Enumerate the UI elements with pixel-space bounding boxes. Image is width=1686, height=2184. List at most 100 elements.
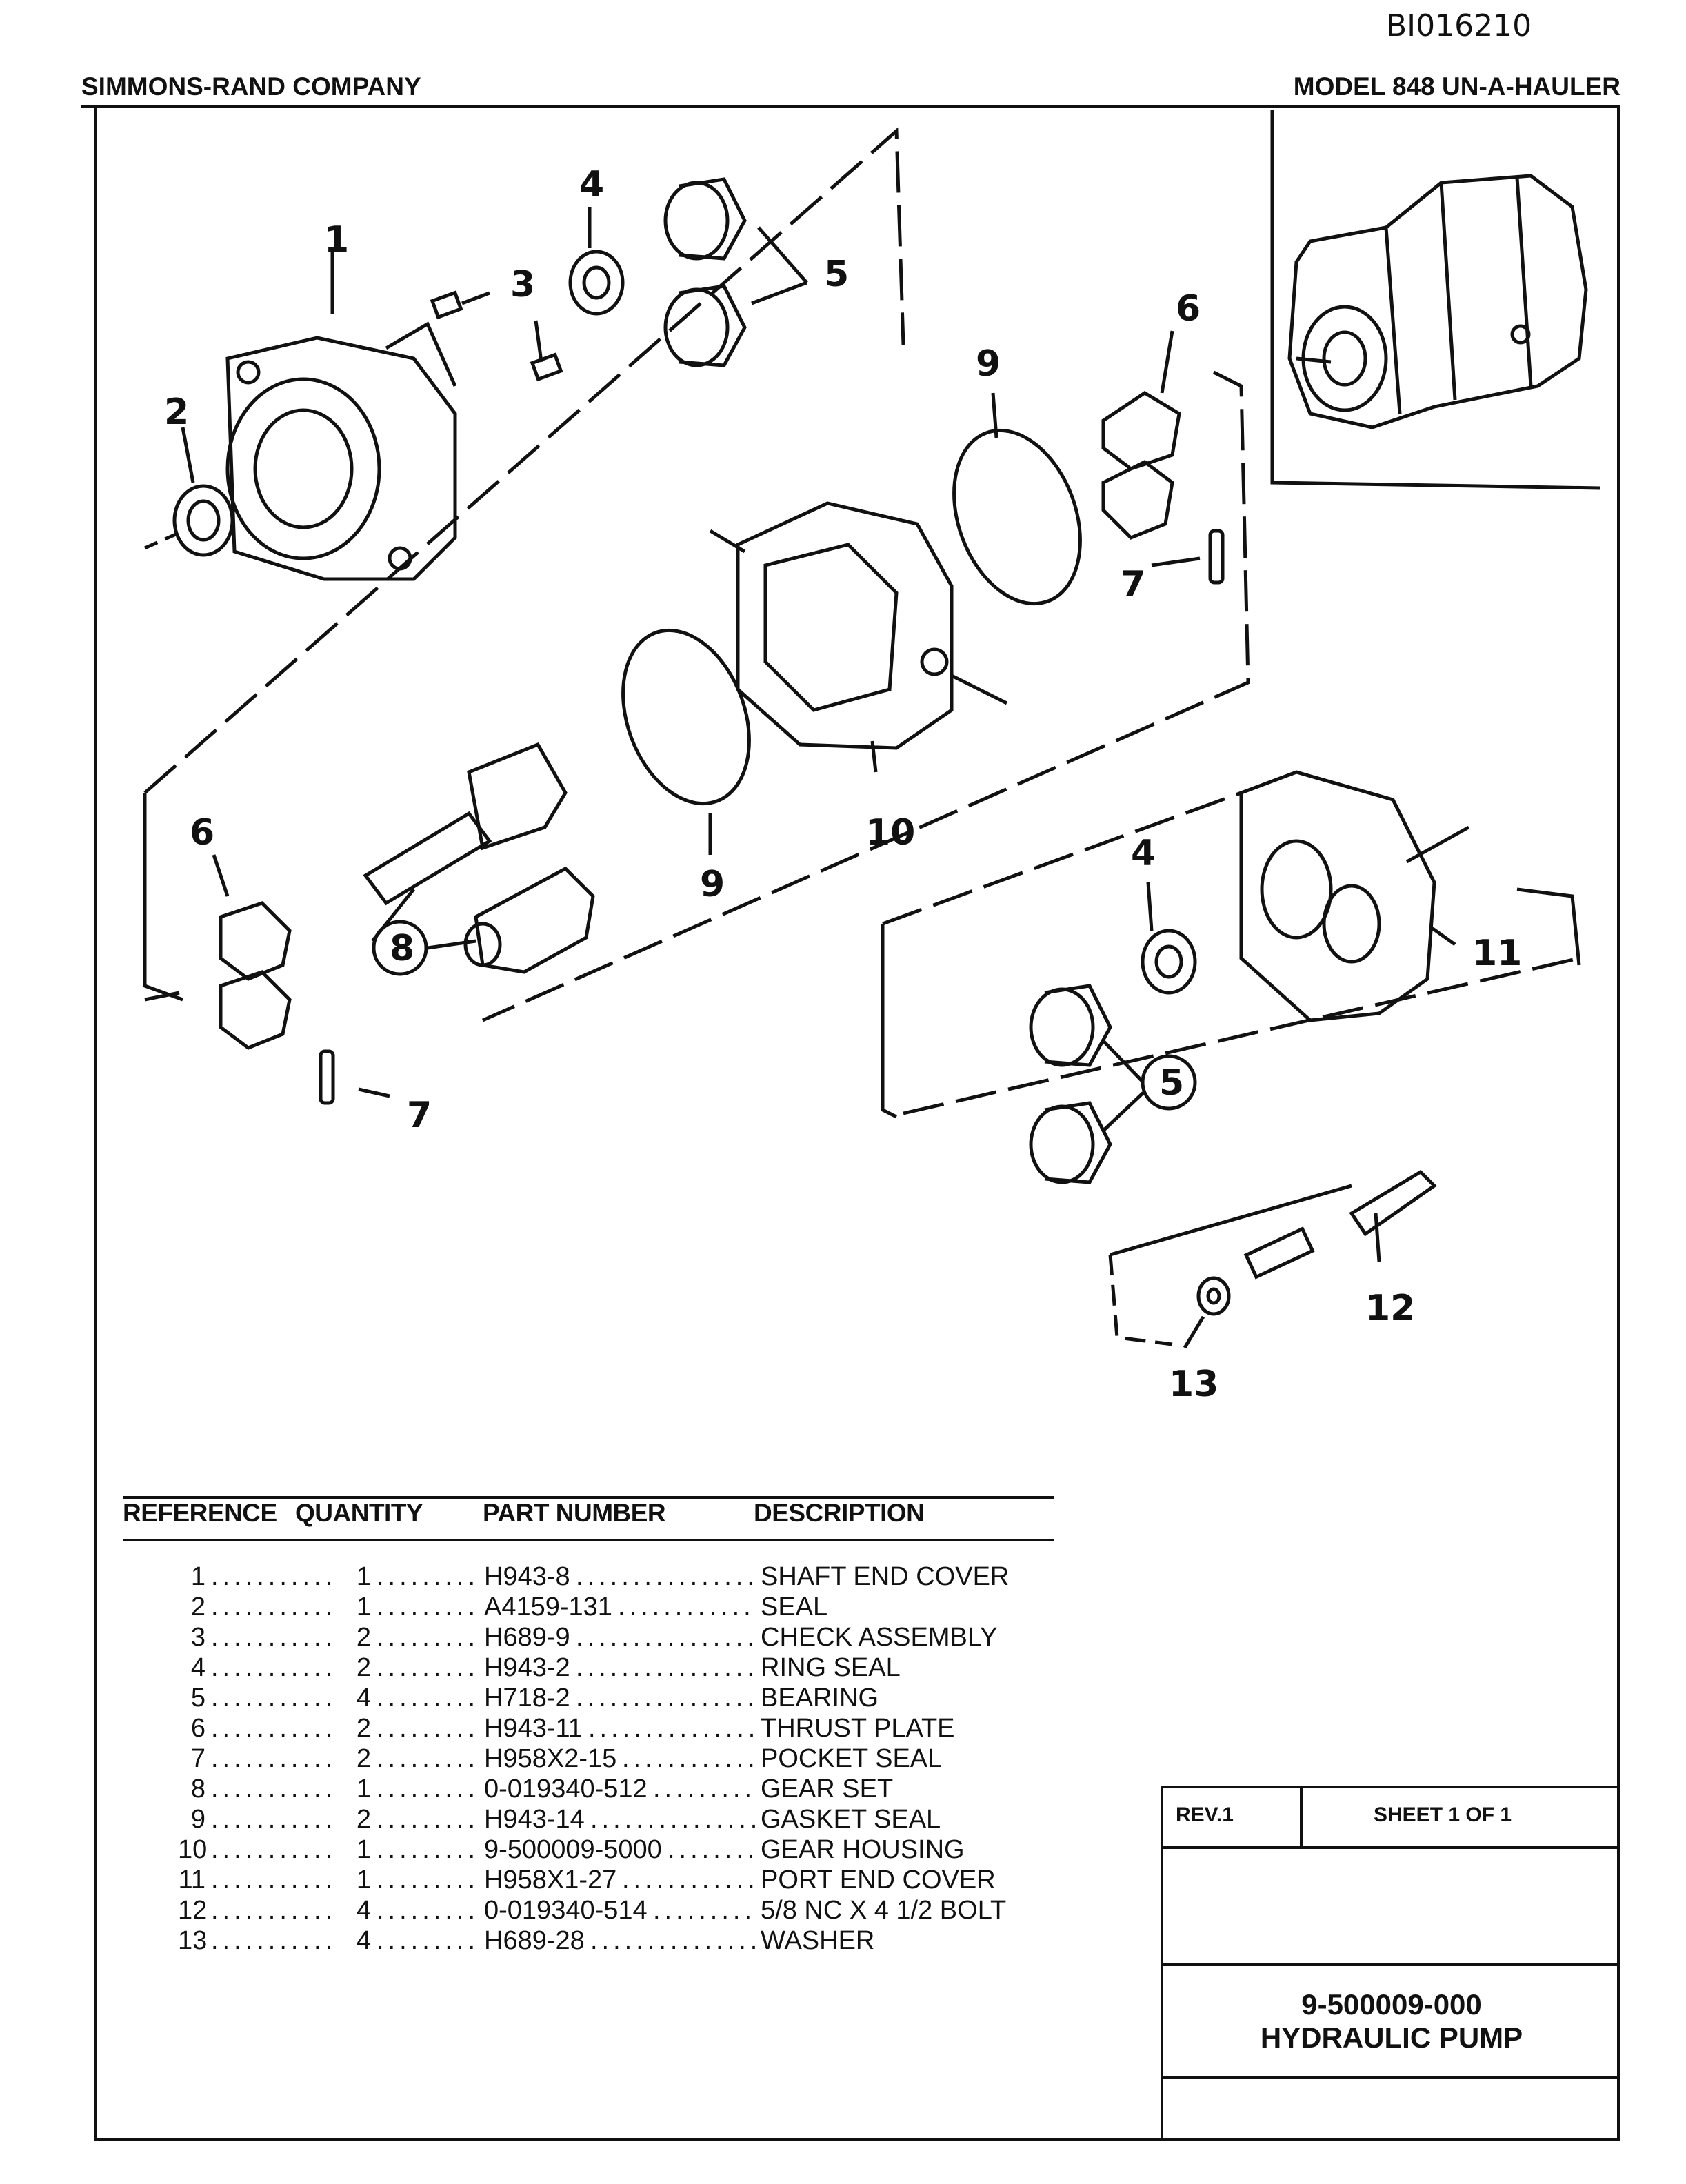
leader-dots: ........................................… <box>211 1653 339 1682</box>
row-quantity: 2 <box>356 1805 371 1834</box>
leader-dots: ........................................… <box>653 1896 756 1925</box>
row-reference: 5 <box>190 1684 205 1712</box>
leader-dots: ........................................… <box>377 1866 480 1894</box>
row-part-number: 9-500009-5000 <box>484 1835 662 1864</box>
leader-dots: ........................................… <box>622 1744 756 1773</box>
leader-dots: ........................................… <box>576 1684 756 1712</box>
parts-table: REFERENCE QUANTITY PART NUMBER DESCRIPTI… <box>123 1496 1054 1957</box>
row-reference: 11 <box>178 1866 205 1894</box>
row-reference: 3 <box>190 1623 205 1652</box>
row-description: SEAL <box>761 1593 828 1621</box>
callout-12: 12 <box>1365 1288 1415 1329</box>
row-description: WASHER <box>761 1926 875 1955</box>
row-quantity: 1 <box>356 1593 371 1621</box>
callout-9-top: 9 <box>976 343 1001 385</box>
table-row: 13......................................… <box>123 1926 1054 1957</box>
company-name: SIMMONS-RAND COMPANY <box>81 72 421 101</box>
row-reference: 12 <box>178 1896 208 1925</box>
callout-6-left: 6 <box>190 812 214 853</box>
sheet-label: SHEET 1 OF 1 <box>1374 1803 1512 1826</box>
row-reference: 13 <box>178 1926 208 1955</box>
callout-7-top: 7 <box>1121 564 1145 605</box>
leader-dots: ........................................… <box>211 1896 339 1925</box>
callout-4-top: 4 <box>579 164 604 205</box>
row-reference: 2 <box>190 1593 205 1621</box>
row-description: 5/8 NC X 4 1/2 BOLT <box>761 1896 1007 1925</box>
row-description: PORT END COVER <box>761 1866 996 1894</box>
row-description: GEAR SET <box>761 1775 894 1803</box>
callout-6-top: 6 <box>1176 288 1201 330</box>
table-row: 5.......................................… <box>123 1684 1054 1714</box>
table-row: 3.......................................… <box>123 1623 1054 1653</box>
row-reference: 6 <box>190 1714 205 1743</box>
leader-dots: ........................................… <box>377 1835 480 1864</box>
row-reference: 4 <box>190 1653 205 1682</box>
leader-dots: ........................................… <box>211 1835 339 1864</box>
callout-11: 11 <box>1472 933 1522 974</box>
table-row: 6.......................................… <box>123 1714 1054 1744</box>
leader-dots: ........................................… <box>377 1562 480 1591</box>
leader-dots: ........................................… <box>576 1562 756 1591</box>
row-quantity: 4 <box>356 1896 371 1925</box>
header-rule <box>81 105 1620 108</box>
drawing-frame <box>94 107 1620 2141</box>
row-reference: 10 <box>178 1835 208 1864</box>
table-row: 7.......................................… <box>123 1744 1054 1775</box>
callout-5-top: 5 <box>824 254 849 295</box>
row-quantity: 2 <box>356 1653 371 1682</box>
row-part-number: H689-28 <box>484 1926 585 1955</box>
leader-dots: ........................................… <box>588 1714 756 1743</box>
leader-dots: ........................................… <box>377 1744 480 1773</box>
exploded-view-diagram: 1 2 3 4 5 6 7 8 9 10 11 12 13 6 7 9 4 5 <box>143 110 1600 1405</box>
table-row: 2.......................................… <box>123 1593 1054 1623</box>
part-bolt <box>1349 1169 1437 1237</box>
row-quantity: 2 <box>356 1714 371 1743</box>
leader-dots: ........................................… <box>211 1562 339 1591</box>
row-quantity: 1 <box>356 1775 371 1803</box>
leader-dots: ........................................… <box>590 1805 756 1834</box>
parts-table-body: 1.......................................… <box>123 1562 1054 1957</box>
part-washer <box>1196 1276 1231 1316</box>
row-quantity: 4 <box>356 1926 371 1955</box>
leader-dots: ........................................… <box>618 1593 756 1621</box>
drawing-title: HYDRAULIC PUMP <box>1260 2021 1523 2054</box>
leader-dots: ........................................… <box>377 1926 480 1955</box>
callout-5-lower: 5 <box>1159 1062 1184 1104</box>
row-description: THRUST PLATE <box>761 1714 955 1743</box>
leader-dots: ........................................… <box>377 1714 480 1743</box>
row-description: POCKET SEAL <box>761 1744 943 1773</box>
row-description: BEARING <box>761 1684 879 1712</box>
row-quantity: 1 <box>356 1866 371 1894</box>
table-row: 4.......................................… <box>123 1653 1054 1684</box>
document-id: BI016210 <box>1386 8 1532 43</box>
table-row: 10......................................… <box>123 1835 1054 1866</box>
model-name: MODEL 848 UN-A-HAULER <box>1293 72 1620 101</box>
part-gear-housing <box>709 501 1008 750</box>
row-part-number: H958X1-27 <box>484 1866 617 1894</box>
row-quantity: 2 <box>356 1744 371 1773</box>
leader-dots: ........................................… <box>377 1805 480 1834</box>
row-part-number: H943-14 <box>484 1805 585 1834</box>
leader-dots: ........................................… <box>211 1805 339 1834</box>
part-gear-set <box>363 742 595 974</box>
row-part-number: H943-11 <box>484 1714 583 1743</box>
part-port-end-cover <box>1239 770 1470 1022</box>
title-block-blank <box>1163 1849 1620 1966</box>
column-part-number: PART NUMBER <box>483 1499 666 1527</box>
row-reference: 9 <box>190 1805 205 1834</box>
row-reference: 1 <box>190 1562 205 1591</box>
row-description: RING SEAL <box>761 1653 901 1682</box>
leader-dots: ........................................… <box>211 1926 339 1955</box>
column-reference: REFERENCE <box>123 1499 277 1527</box>
part-shaft-end-cover <box>225 321 457 581</box>
row-quantity: 2 <box>356 1623 371 1652</box>
row-part-number: H718-2 <box>484 1684 570 1712</box>
leader-dots: ........................................… <box>211 1684 339 1712</box>
row-part-number: H943-8 <box>484 1562 570 1591</box>
title-block: REV.1 SHEET 1 OF 1 9-500009-000 HYDRAULI… <box>1161 1786 1620 2141</box>
row-quantity: 1 <box>356 1562 371 1591</box>
leader-dots: ........................................… <box>211 1775 339 1803</box>
row-reference: 7 <box>190 1744 205 1773</box>
leader-dots: ........................................… <box>576 1653 756 1682</box>
leader-dots: ........................................… <box>211 1744 339 1773</box>
